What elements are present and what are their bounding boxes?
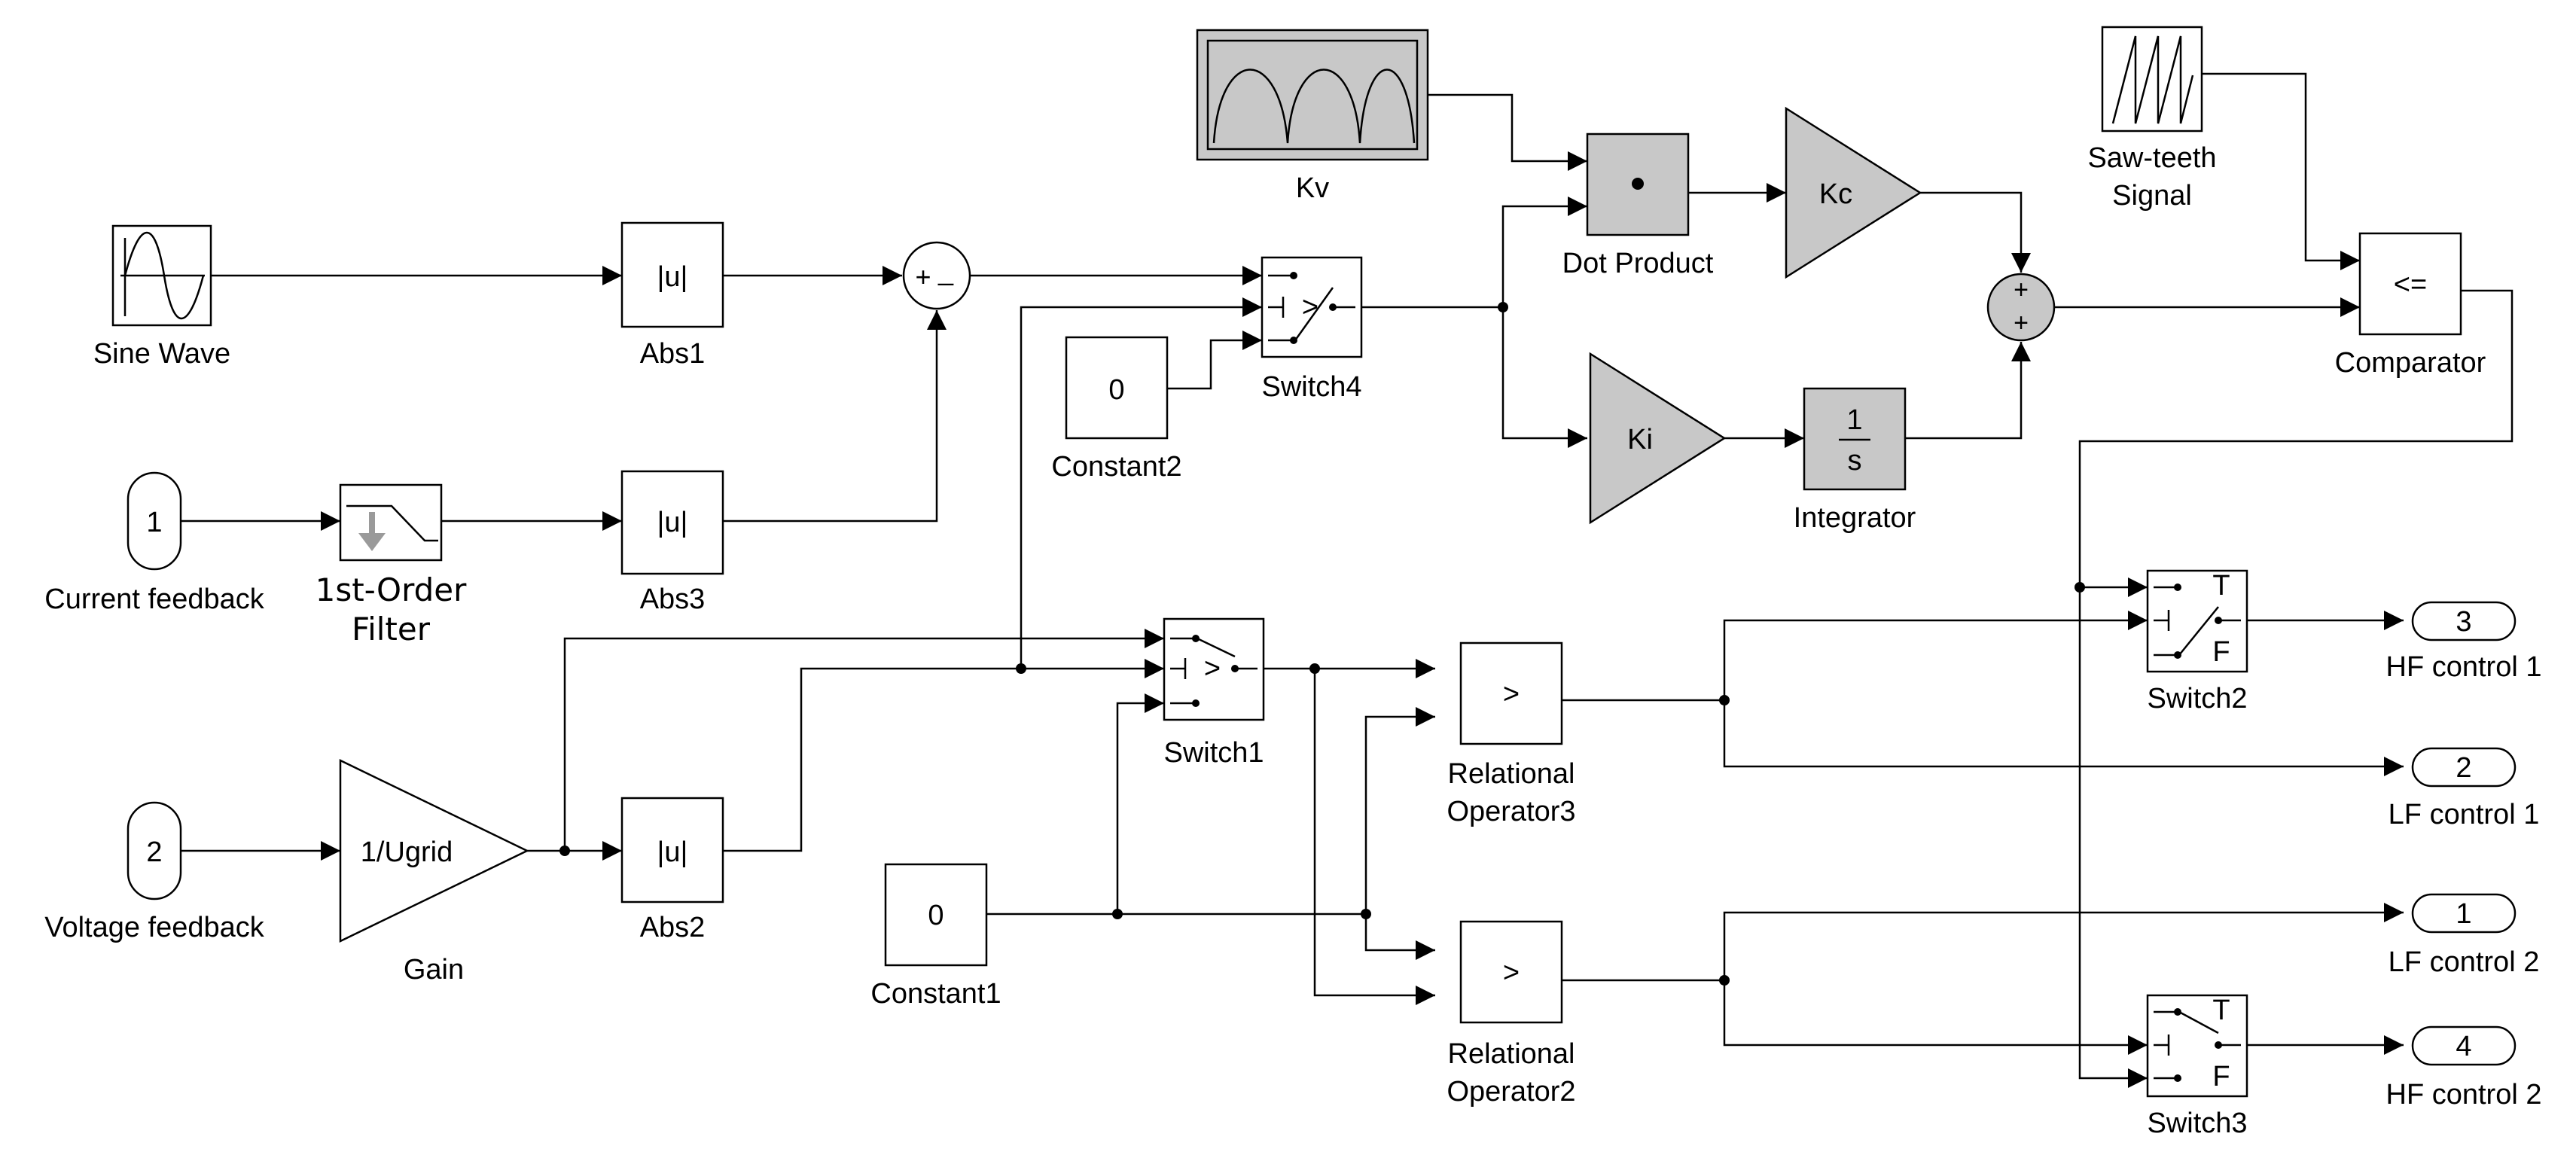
first-order-filter-block[interactable]: 1st-Order Filter: [316, 483, 467, 648]
comparator-block[interactable]: <= Comparator: [2335, 232, 2486, 379]
switch1-block[interactable]: > Switch1: [1163, 617, 1265, 769]
ki-gain-block[interactable]: Ki: [1589, 352, 1727, 525]
switch3-true-label: T: [2212, 995, 2230, 1026]
relop2-symbol: >: [1503, 957, 1520, 989]
relop3-label-line1: Relational: [1448, 758, 1575, 790]
switch2-block[interactable]: T F Switch2: [2146, 569, 2248, 715]
switch3-label: Switch3: [2147, 1108, 2247, 1139]
kc-symbol: Kc: [1819, 178, 1852, 210]
switch4-block[interactable]: > Switch4: [1261, 256, 1363, 403]
switch1-criterion: >: [1204, 653, 1221, 684]
sum1-plus: +: [915, 261, 931, 292]
abs1-symbol: |u|: [657, 261, 688, 293]
abs1-label: Abs1: [640, 338, 706, 370]
outport-3-number: 3: [2456, 606, 2471, 638]
integrator-numerator: 1: [1846, 404, 1862, 436]
outport-hf-control-2[interactable]: 4 HF control 2: [2386, 1025, 2542, 1111]
outport-4-number: 4: [2456, 1031, 2471, 1062]
integrator-denominator: s: [1848, 445, 1862, 477]
constant1-block[interactable]: 0 Constant1: [870, 863, 1001, 1010]
filter-label-line2: Filter: [352, 611, 431, 648]
switch3-block[interactable]: T F Switch3: [2146, 994, 2248, 1139]
kc-gain-block[interactable]: Kc: [1785, 106, 1922, 279]
relop2-label-line2: Operator2: [1447, 1076, 1575, 1108]
integrator-block[interactable]: 1 s Integrator: [1794, 387, 1916, 534]
sine-wave-block[interactable]: Sine Wave: [93, 224, 230, 370]
kv-label: Kv: [1296, 172, 1329, 204]
relational-operator2-block[interactable]: > Relational Operator2: [1447, 920, 1576, 1108]
switch2-true-label: T: [2212, 570, 2230, 602]
inport-2-number: 2: [146, 836, 162, 868]
abs3-label: Abs3: [640, 584, 706, 615]
abs2-label: Abs2: [640, 912, 706, 943]
constant1-label: Constant1: [870, 978, 1001, 1010]
abs2-symbol: |u|: [657, 836, 688, 868]
gain-symbol: 1/Ugrid: [361, 836, 453, 868]
switch3-false-label: F: [2212, 1061, 2230, 1092]
current-feedback-inport[interactable]: 1 Current feedback: [44, 471, 265, 615]
sum2-plus-bottom: +: [2014, 309, 2029, 337]
hf-control-2-label: HF control 2: [2386, 1079, 2542, 1111]
sawteeth-signal-block[interactable]: Saw-teeth Signal: [2087, 26, 2217, 212]
lf-control-2-label: LF control 2: [2389, 946, 2540, 978]
abs3-block[interactable]: |u| Abs3: [620, 470, 724, 615]
gain-block[interactable]: 1/Ugrid Gain: [339, 759, 529, 986]
dot-product-block[interactable]: Dot Product: [1562, 133, 1714, 279]
relop2-label-line1: Relational: [1448, 1038, 1575, 1070]
filter-label-line1: 1st-Order: [316, 571, 467, 608]
sawteeth-label-line1: Saw-teeth: [2087, 142, 2216, 174]
sum2-plus-top: +: [2014, 276, 2029, 304]
sum1-minus: _: [937, 255, 954, 286]
abs3-symbol: |u|: [657, 507, 688, 538]
relational-operator3-block[interactable]: > Relational Operator3: [1447, 641, 1576, 827]
outport-1-number: 1: [2456, 898, 2471, 930]
switch4-label: Switch4: [1261, 371, 1361, 403]
abs1-block[interactable]: |u| Abs1: [620, 221, 724, 370]
sine-wave-label: Sine Wave: [93, 338, 230, 370]
sawteeth-label-line2: Signal: [2112, 180, 2192, 212]
switch2-false-label: F: [2212, 636, 2230, 668]
ki-symbol: Ki: [1627, 424, 1653, 456]
relop3-label-line2: Operator3: [1447, 796, 1575, 827]
switch1-label: Switch1: [1163, 737, 1264, 769]
comparator-symbol: <=: [2394, 269, 2427, 300]
abs2-block[interactable]: |u| Abs2: [620, 797, 724, 943]
voltage-feedback-label: Voltage feedback: [44, 912, 265, 943]
outport-hf-control-1[interactable]: 3 HF control 1: [2386, 601, 2542, 683]
switch2-label: Switch2: [2147, 683, 2247, 715]
switch4-criterion: >: [1302, 291, 1318, 323]
constant2-block[interactable]: 0 Constant2: [1051, 336, 1182, 483]
constant1-value: 0: [928, 900, 944, 931]
lf-control-1-label: LF control 1: [2389, 799, 2540, 830]
outport-2-number: 2: [2456, 752, 2471, 784]
outport-lf-control-1[interactable]: 2 LF control 1: [2389, 747, 2540, 830]
hf-control-1-label: HF control 1: [2386, 651, 2542, 683]
dot-product-label: Dot Product: [1562, 248, 1714, 279]
inport-1-number: 1: [146, 507, 162, 538]
kv-block[interactable]: Kv: [1196, 29, 1429, 204]
current-feedback-label: Current feedback: [44, 584, 264, 615]
comparator-label: Comparator: [2335, 347, 2486, 379]
sum1-block[interactable]: + _: [902, 241, 971, 310]
constant2-label: Constant2: [1051, 451, 1181, 483]
voltage-feedback-inport[interactable]: 2 Voltage feedback: [44, 801, 265, 943]
gain-label: Gain: [404, 954, 464, 986]
constant2-value: 0: [1108, 374, 1124, 406]
integrator-label: Integrator: [1794, 502, 1916, 534]
outport-lf-control-2[interactable]: 1 LF control 2: [2389, 893, 2540, 978]
sum2-block[interactable]: + +: [1986, 273, 2056, 342]
signal-lines: [181, 72, 2514, 1088]
relop3-symbol: >: [1503, 678, 1520, 710]
